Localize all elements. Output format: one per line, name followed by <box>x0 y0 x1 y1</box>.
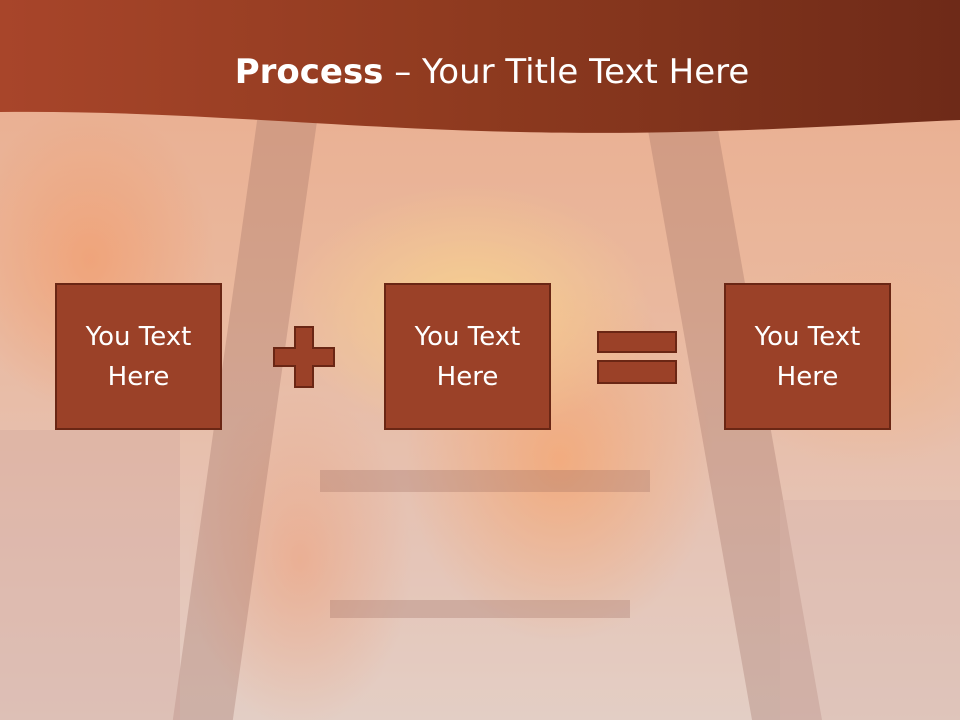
plus-icon <box>273 326 335 388</box>
process-box-2: You Text Here <box>384 283 551 430</box>
title-rest-text: – Your Title Text Here <box>383 52 750 92</box>
process-box-1: You Text Here <box>55 283 222 430</box>
slide-title: Process – Your Title Text Here <box>0 52 960 92</box>
equals-icon <box>597 331 677 384</box>
title-band <box>0 0 960 133</box>
process-box-3: You Text Here <box>724 283 891 430</box>
title-bold-text: Process <box>234 52 384 92</box>
